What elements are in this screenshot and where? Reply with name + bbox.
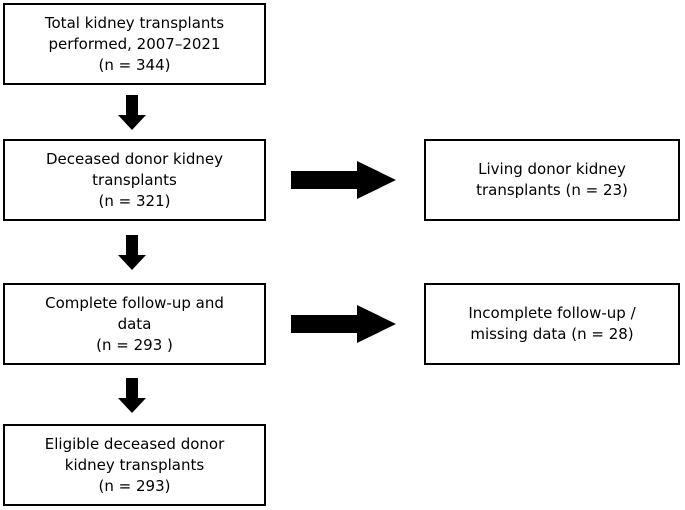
box-complete-follow-up: Complete follow-up and data (n = 293 ): [3, 283, 266, 365]
box-deceased-donor: Deceased donor kidney transplants (n = 3…: [3, 139, 266, 221]
box-text: Living donor kidney: [478, 160, 626, 178]
box-text: (n = 321): [98, 191, 171, 210]
arrow-shape: [118, 378, 146, 413]
box-living-donor: Living donor kidney transplants (n = 23): [424, 139, 680, 221]
box-eligible-deceased-donor: Eligible deceased donor kidney transplan…: [3, 424, 266, 506]
arrow-down-icon: [118, 378, 146, 413]
box-incomplete-follow-up: Incomplete follow-up / missing data (n =…: [424, 283, 680, 365]
box-text: Total kidney transplants: [44, 13, 225, 32]
box-text: (n = 344): [98, 55, 171, 74]
box-text: missing data (n = 28): [470, 325, 634, 343]
arrow-shape: [118, 95, 146, 130]
box-text: data: [117, 314, 152, 333]
box-total-transplants: Total kidney transplants performed, 2007…: [3, 3, 266, 85]
arrow-down-icon: [118, 235, 146, 270]
arrow-shape: [118, 235, 146, 270]
box-text: Eligible deceased donor: [44, 434, 225, 453]
box-text: Incomplete follow-up /: [468, 304, 636, 322]
box-text: (n = 293): [98, 476, 171, 495]
box-text: Deceased donor kidney: [45, 149, 224, 168]
box-text: (n = 293 ): [96, 335, 173, 354]
arrow-down-icon: [118, 95, 146, 130]
arrow-right-icon: [291, 305, 396, 343]
box-text: kidney transplants: [64, 455, 205, 474]
arrow-right-icon: [291, 161, 396, 199]
box-text: transplants: [92, 170, 177, 189]
box-text: Complete follow-up and: [45, 293, 224, 312]
box-text: performed, 2007–2021: [48, 34, 221, 53]
box-text: transplants (n = 23): [476, 181, 628, 199]
arrow-shape: [291, 305, 396, 343]
arrow-shape: [291, 161, 396, 199]
